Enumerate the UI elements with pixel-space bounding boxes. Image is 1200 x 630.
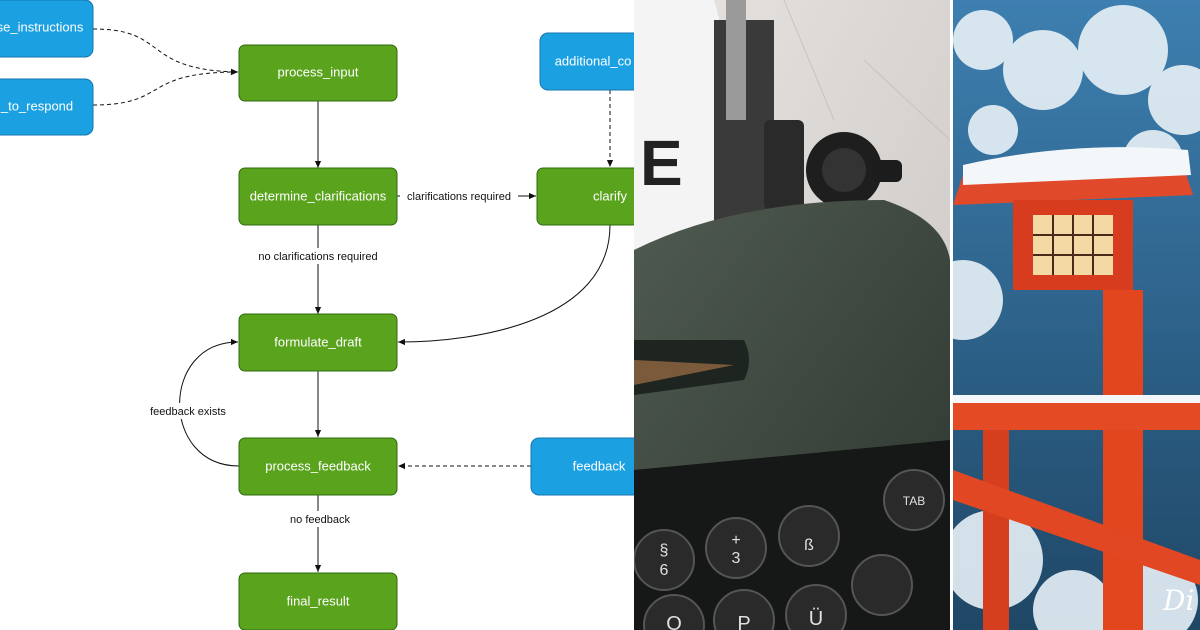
svg-text:final_result: final_result	[287, 593, 350, 608]
svg-text:se_instructions: se_instructions	[0, 19, 84, 34]
svg-text:process_feedback: process_feedback	[265, 458, 371, 473]
keycap-p: P	[737, 613, 750, 630]
keycap-six: 6	[660, 562, 669, 579]
keycap-three: 3	[732, 550, 741, 567]
svg-text:feedback: feedback	[573, 458, 626, 473]
edge-label-feedback-exists: feedback exists	[150, 406, 226, 418]
node-formulate-draft: formulate_draft	[238, 313, 398, 372]
node-clarify: clarify	[536, 167, 634, 226]
svg-text:_to_respond: _to_respond	[0, 98, 73, 113]
signature-mark: Di	[1162, 584, 1194, 617]
node-final-result: final_result	[238, 572, 398, 630]
node-process-feedback: process_feedback	[238, 437, 398, 496]
flowchart-diagram: clarifications required no clarification…	[0, 0, 634, 630]
keycap-section: §	[660, 542, 669, 559]
edge-to-respond-to-process-input	[92, 68, 239, 106]
svg-text:additional_co: additional_co	[555, 53, 632, 68]
edge-label-no-feedback: no feedback	[290, 514, 350, 526]
node-use-instructions: se_instructions	[0, 0, 94, 58]
edge-use-instructions-to-process-input	[92, 28, 239, 76]
typewriter-photo: E TAB § 6 + 3 ß Ü	[634, 0, 950, 630]
keycap-eszett: ß	[804, 537, 814, 554]
svg-text:formulate_draft: formulate_draft	[274, 334, 362, 349]
keycap-u-umlaut: Ü	[809, 608, 823, 630]
snow-lantern-photo: Di	[953, 0, 1200, 630]
node-to-respond: _to_respond	[0, 78, 94, 136]
node-determine-clarifications: determine_clarifications	[238, 167, 398, 226]
node-additional-context: additional_co	[539, 32, 634, 91]
node-feedback: feedback	[530, 437, 634, 496]
node-process-input: process_input	[238, 44, 398, 102]
keycap-tab: TAB	[903, 494, 925, 508]
svg-text:clarify: clarify	[593, 188, 627, 203]
svg-text:process_input: process_input	[278, 64, 359, 79]
typed-letter: E	[640, 127, 683, 199]
edge-clarify-to-formulate	[397, 224, 611, 346]
svg-text:determine_clarifications: determine_clarifications	[250, 188, 387, 203]
keycap-o: O	[666, 613, 682, 630]
keycap-plus: +	[731, 532, 740, 549]
edge-label-clarifications-required: clarifications required	[407, 191, 511, 203]
edge-label-no-clarifications-required: no clarifications required	[258, 251, 377, 263]
